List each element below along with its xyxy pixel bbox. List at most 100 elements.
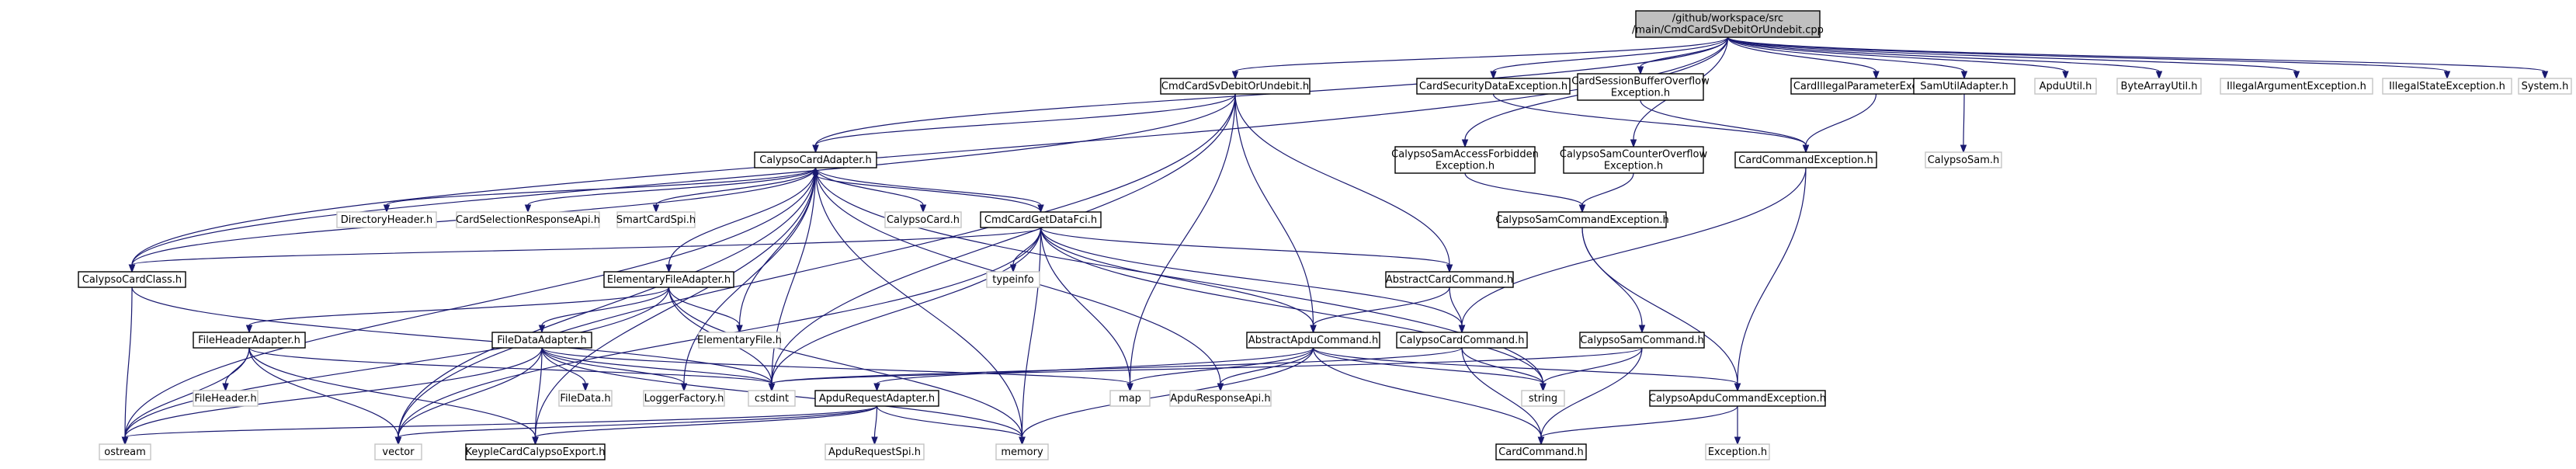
edge-arrowhead [222,383,229,392]
node-calypsoapducommandexception-h[interactable]: CalypsoApduCommandException.h [1649,390,1826,407]
edge-arrowhead [2062,71,2069,80]
edge-calypsoSamCommand-to-cstdint [768,347,1643,392]
edge-cmdSvDebitH-to-map [1127,93,1236,392]
node-keyplecardcalypsoexport-h[interactable]: KeypleCardCalypsoExport.h [465,443,606,460]
node-label: Exception.h [1708,446,1767,458]
node-layer: /github/workspace/src/main/CmdCardSvDebi… [78,10,2572,460]
node-filedataadapter-h[interactable]: FileDataAdapter.h [491,332,592,349]
node-elementaryfileadapter-h[interactable]: ElementaryFileAdapter.h [603,271,734,288]
edge-arrowhead [1009,264,1017,273]
edge-arrowhead [1960,144,1967,154]
node-smartcardspi-h: SmartCardSpi.h [616,211,696,228]
edge-elementaryFileAdapter-to-ostream [121,287,670,446]
node-label: CardCommandException.h [1738,155,1873,166]
node-box [1394,146,1536,174]
edge-arrowhead [812,144,819,154]
node-cardsecuritydataexception-h[interactable]: CardSecurityDataException.h [1416,78,1571,95]
edge-apduRequestAdapter-to-ostream [121,405,878,446]
node-box [980,211,1102,228]
edge-cmdCardGetDataFci-to-cstdint [768,227,1042,392]
node-cmdcardgetdatafci-h[interactable]: CmdCardGetDataFci.h [980,211,1102,228]
node-cmdcardsvdebitorundebit-h[interactable]: CmdCardSvDebitOrUndebit.h [1160,78,1311,95]
node-cardselectionresponseapi-h: CardSelectionResponseApi.h [456,211,600,228]
edge-cmdCardGetDataFci-to-abstractCardCommand [1040,227,1453,273]
node-label: CalypsoSamCommandException.h [1495,214,1668,226]
edge-arrowhead [394,436,402,446]
node-box [2220,78,2373,95]
node-box [814,390,939,407]
edge-apduRequestAdapter-to-keypleExport [532,405,878,446]
node-apdurequestadapter-h[interactable]: ApduRequestAdapter.h [814,390,939,407]
node-calypsosamcommand-h[interactable]: CalypsoSamCommand.h [1579,332,1705,349]
edge-arrowhead [665,264,672,273]
node-box [1925,151,2002,168]
node-github-workspace-src-main-cmdcardsvdebitorundebit-cpp[interactable]: /github/workspace/src/main/CmdCardSvDebi… [1632,10,1824,38]
edge-cardSecData-to-cardCommandException [1492,93,1810,154]
node-cardcommand-h[interactable]: CardCommand.h [1495,443,1587,460]
edge-arrowhead [1802,144,1810,154]
node-calypsocardcommand-h[interactable]: CalypsoCardCommand.h [1396,332,1528,349]
node-bytearrayutil-h: ByteArrayUtil.h [2116,78,2202,95]
edge-fileHeaderAdapter-to-cstdint [248,347,776,392]
node-fileheaderadapter-h[interactable]: FileHeaderAdapter.h [193,332,306,349]
edge-root-to-illegalArg [1727,36,2300,80]
node-calypsocardadapter-h[interactable]: CalypsoCardAdapter.h [754,151,877,168]
edge-abstractApduCommand-to-string [1312,347,1547,392]
node-box [1734,151,1877,168]
edge-calypsoCardAdapter-to-elementaryFileAdapter [665,167,817,273]
node-box [616,211,696,228]
edge-apduRequestAdapter-to-memory [876,405,1026,446]
edge-arrowhead [2443,71,2451,80]
edge-arrowhead [1734,436,1741,446]
node-box [465,443,606,460]
node-label: CalypsoSamCommand.h [1580,335,1703,346]
node-loggerfactory-h: LoggerFactory.h [643,390,725,407]
node-calypsocardclass-h[interactable]: CalypsoCardClass.h [78,271,186,288]
node-label: ElementaryFileAdapter.h [607,274,731,286]
node-cardcommandexception-h[interactable]: CardCommandException.h [1734,151,1877,168]
edge-arrowhead [121,436,129,446]
edge-abstractApduCommand-to-apduRequestAdapter [873,347,1314,392]
edge-arrowhead [524,204,532,214]
node-box [1385,271,1514,288]
node-fileheader-h: FileHeader.h [193,390,259,407]
node-abstractapducommand-h[interactable]: AbstractApduCommand.h [1246,332,1380,349]
edge-arrowhead [1960,71,1968,80]
node-label: Exception.h [1436,161,1495,172]
edge-arrowhead [1446,264,1453,273]
node-label: memory [1001,446,1043,458]
node-label: FileHeaderAdapter.h [198,335,300,346]
edge-calypsoCardAdapter-to-cardSelResp [524,167,817,214]
node-label: CmdCardSvDebitOrUndebit.h [1161,81,1309,92]
edge-apduRequestAdapter-to-vector [394,405,878,446]
edge-arrowhead [768,383,776,392]
edge-cmdCardGetDataFci-to-abstractApduCommand [1040,227,1317,334]
node-label: ByteArrayUtil.h [2121,81,2198,92]
edge-calypsoCardAdapter-to-cmdCardGetDataFci [814,167,1044,214]
edge-apduRequestAdapter-to-apduRequestSpi [871,405,878,446]
node-illegalargumentexception-h: IllegalArgumentException.h [2220,78,2373,95]
node-label: AbstractCardCommand.h [1386,274,1513,286]
edge-abstractCardCommand-to-abstractApduCommand [1310,287,1450,334]
node-system-h: System.h [2518,78,2572,95]
node-box [603,271,734,288]
node-label: ApduRequestAdapter.h [819,393,935,405]
node-box [1577,73,1704,101]
node-label: DirectoryHeader.h [341,214,432,226]
node-label: System.h [2522,81,2569,92]
edge-fileDataAdapter-to-loggerFactory [541,347,688,392]
edge-arrowhead [2541,71,2549,80]
node-box [193,332,306,349]
node-calypsosamcommandexception-h[interactable]: CalypsoSamCommandException.h [1495,211,1669,228]
node-abstractcardcommand-h[interactable]: AbstractCardCommand.h [1385,271,1514,288]
node-box [1563,146,1704,174]
node-label: CalypsoCard.h [887,214,960,226]
edge-arrowhead [1458,325,1466,334]
edge-root-to-samUtilAdapter [1727,36,1968,80]
node-samutiladapter-h[interactable]: SamUtilAdapter.h [1913,78,2015,95]
edge-arrowhead [1873,71,1880,80]
node-box [193,390,259,407]
